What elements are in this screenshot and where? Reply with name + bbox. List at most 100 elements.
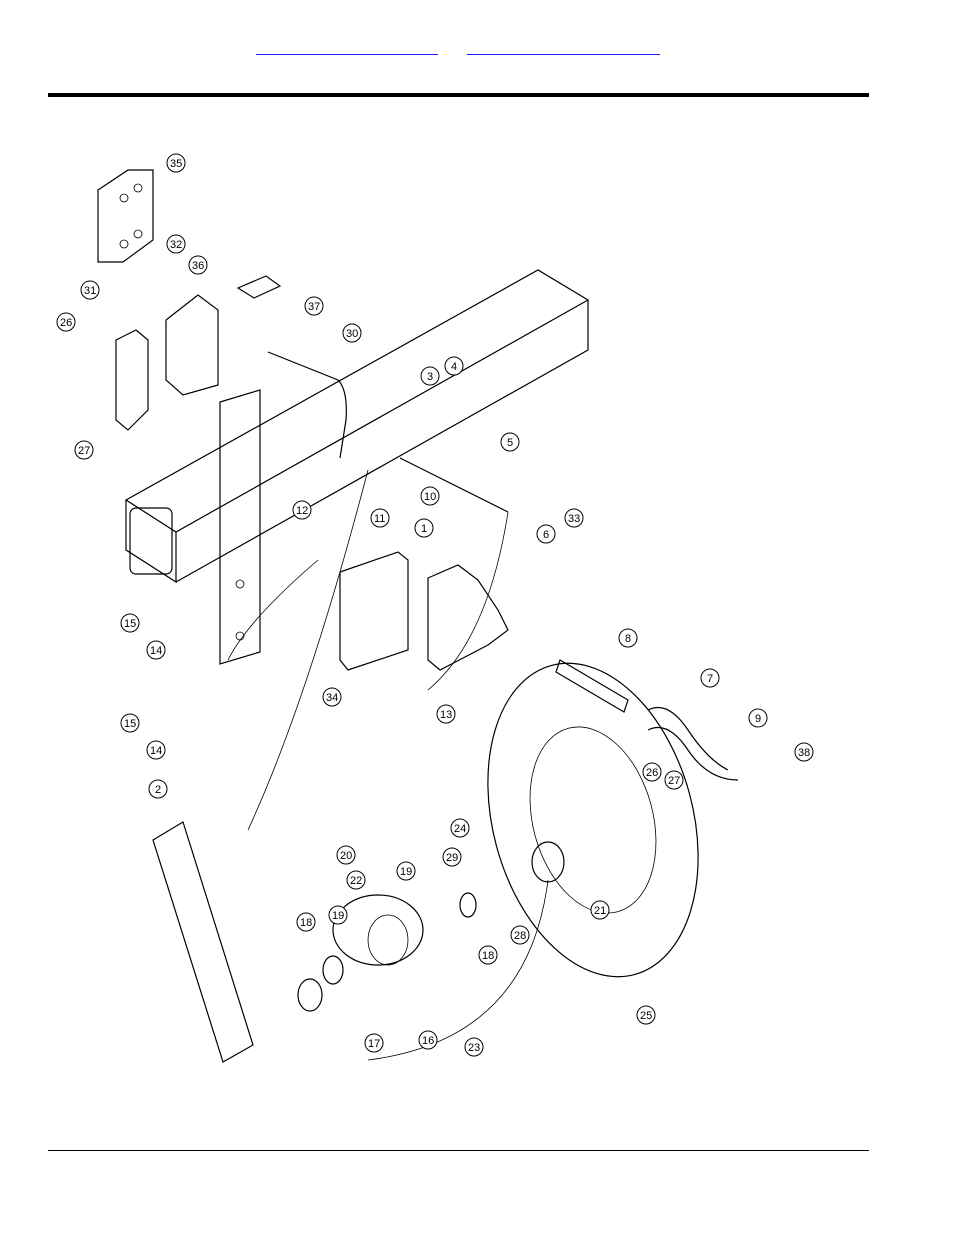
bolt-37	[236, 275, 282, 299]
svg-text:2: 2	[155, 784, 161, 796]
pivot-pin-8	[555, 659, 629, 713]
callout-26b: 26	[642, 762, 662, 782]
svg-text:26: 26	[60, 317, 72, 329]
callout-14a: 14	[146, 640, 166, 660]
bearing-18b	[459, 892, 477, 918]
bottom-rule	[48, 1150, 869, 1151]
svg-text:10: 10	[424, 491, 436, 503]
callout-16: 16	[418, 1030, 438, 1050]
callout-30: 30	[342, 323, 362, 343]
callout-28: 28	[510, 925, 530, 945]
svg-text:14: 14	[150, 645, 162, 657]
callout-3: 3	[420, 366, 440, 386]
svg-text:25: 25	[640, 1010, 652, 1022]
svg-text:32: 32	[170, 239, 182, 251]
seal-17	[297, 978, 323, 1012]
svg-text:18: 18	[482, 950, 494, 962]
callout-18a: 18	[296, 912, 316, 932]
svg-text:21: 21	[594, 905, 606, 917]
svg-text:38: 38	[798, 747, 810, 759]
svg-text:11: 11	[374, 513, 385, 525]
svg-text:17: 17	[368, 1038, 380, 1050]
svg-text:28: 28	[514, 930, 526, 942]
callout-5: 5	[500, 432, 520, 452]
svg-text:19: 19	[332, 910, 344, 922]
callout-32: 32	[166, 234, 186, 254]
callout-36: 36	[188, 255, 208, 275]
svg-text:20: 20	[340, 850, 352, 862]
header-link-left[interactable]	[256, 38, 438, 55]
clamp-plate-31	[115, 329, 149, 431]
rod-5	[399, 457, 509, 513]
callout-15b: 15	[120, 713, 140, 733]
callout-12: 12	[292, 500, 312, 520]
callout-15a: 15	[120, 613, 140, 633]
svg-text:24: 24	[454, 823, 466, 835]
clamp-bracket	[165, 294, 219, 396]
svg-text:19: 19	[400, 866, 412, 878]
shank-12	[219, 389, 261, 665]
callout-24: 24	[450, 818, 470, 838]
callout-19b: 19	[328, 905, 348, 925]
svg-text:3: 3	[427, 371, 433, 383]
svg-text:30: 30	[346, 328, 358, 340]
callout-23: 23	[464, 1037, 484, 1057]
svg-text:8: 8	[625, 633, 631, 645]
callout-35: 35	[166, 153, 186, 173]
callout-26a: 26	[56, 312, 76, 332]
callout-7: 7	[700, 668, 720, 688]
disc-blade-25	[487, 662, 699, 978]
callout-27b: 27	[664, 770, 684, 790]
svg-text:6: 6	[543, 529, 549, 541]
svg-text:23: 23	[468, 1042, 480, 1054]
header-link-right[interactable]	[467, 38, 660, 55]
callout-38: 38	[794, 742, 814, 762]
svg-text:7: 7	[707, 673, 713, 685]
arm-casting-1	[427, 564, 509, 671]
svg-text:9: 9	[755, 713, 761, 725]
svg-text:36: 36	[192, 260, 204, 272]
callout-27a: 27	[74, 440, 94, 460]
dust-cap-21	[531, 841, 565, 883]
callout-group: 35 32 36 37 31 26 30 27 3 4 5 11 12 10 3…	[56, 153, 814, 1057]
u-bolt-30	[267, 351, 347, 459]
svg-text:15: 15	[124, 718, 136, 730]
callout-34: 34	[322, 687, 342, 707]
square-tube	[124, 269, 590, 584]
svg-text:26: 26	[646, 767, 658, 779]
callout-14b: 14	[146, 740, 166, 760]
spring-7	[647, 706, 739, 781]
svg-text:35: 35	[170, 158, 182, 170]
svg-text:12: 12	[296, 505, 308, 517]
callout-25: 25	[636, 1005, 656, 1025]
callout-1: 1	[414, 518, 434, 538]
callout-11: 11	[370, 508, 390, 528]
hub-20	[332, 894, 424, 966]
svg-text:15: 15	[124, 618, 136, 630]
svg-text:4: 4	[451, 361, 457, 373]
callout-4: 4	[444, 356, 464, 376]
svg-text:16: 16	[422, 1035, 434, 1047]
exploded-parts-diagram: 35 32 36 37 31 26 30 27 3 4 5 11 12 10 3…	[56, 153, 814, 1063]
callout-13: 13	[436, 704, 456, 724]
callout-37: 37	[304, 296, 324, 316]
callout-31: 31	[80, 280, 100, 300]
callout-8: 8	[618, 628, 638, 648]
svg-text:1: 1	[421, 523, 427, 535]
svg-text:27: 27	[78, 445, 90, 457]
callout-10: 10	[420, 486, 440, 506]
top-rule	[48, 93, 869, 97]
callout-33: 33	[564, 508, 584, 528]
callout-2: 2	[148, 779, 168, 799]
callout-29: 29	[442, 847, 462, 867]
svg-text:31: 31	[84, 285, 96, 297]
svg-text:29: 29	[446, 852, 458, 864]
svg-text:22: 22	[350, 875, 362, 887]
plate-34	[339, 551, 409, 671]
callout-17: 17	[364, 1033, 384, 1053]
bearing-18	[322, 955, 344, 985]
svg-text:27: 27	[668, 775, 680, 787]
svg-text:14: 14	[150, 745, 162, 757]
callout-6: 6	[536, 524, 556, 544]
callout-18b: 18	[478, 945, 498, 965]
